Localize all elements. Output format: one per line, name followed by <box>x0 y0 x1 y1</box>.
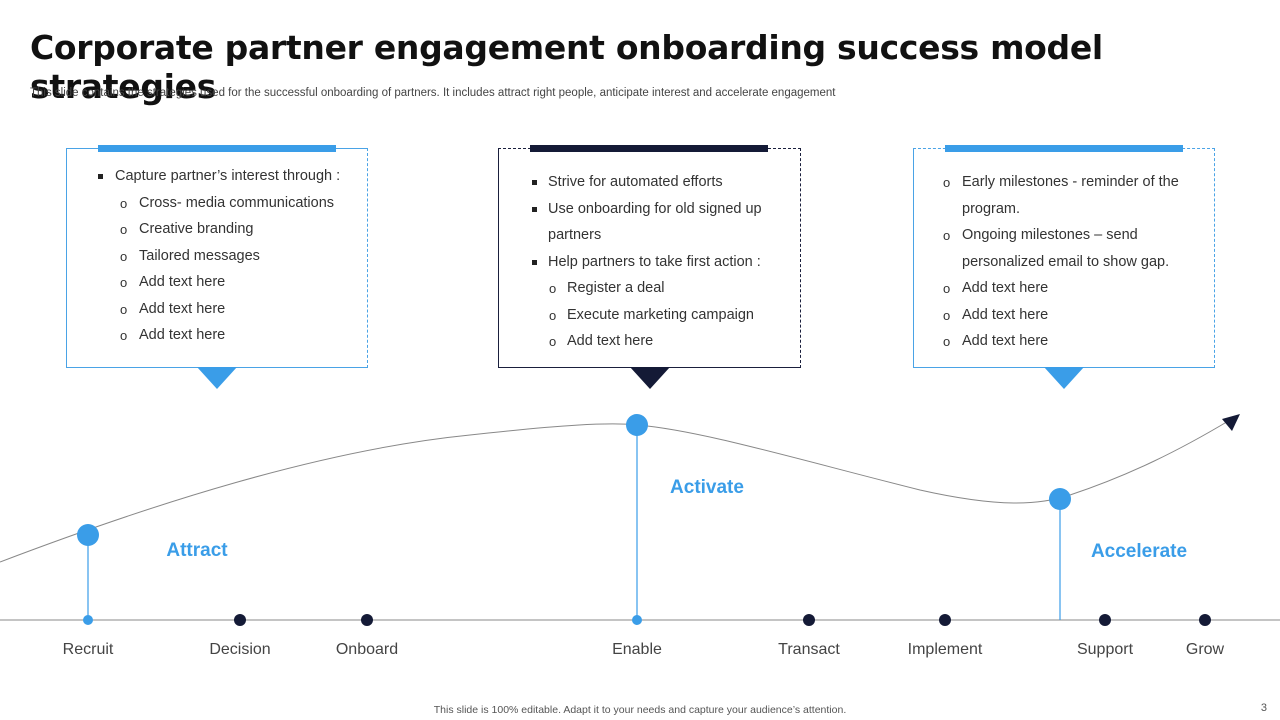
box-accent-bar <box>530 145 768 152</box>
bullet-item: Use onboarding for old signed up <box>499 196 800 223</box>
bullet-item: personalized email to show gap. <box>962 253 1170 270</box>
slide-subtitle: This slide contains the strategies used … <box>30 87 836 99</box>
bullet-item: Creative branding <box>67 216 367 243</box>
box-bullet-list: Capture partner’s interest through :Cros… <box>67 163 367 349</box>
bullet-item: partners <box>548 227 602 243</box>
bullet-item: Add text here <box>67 296 367 322</box>
stage-label: Decision <box>209 641 270 658</box>
bullet-item: Execute marketing campaign <box>499 302 800 328</box>
phase-label: Attract <box>166 540 228 561</box>
phase-label: Activate <box>670 477 744 498</box>
bullet-item: Strive for automated efforts <box>499 169 800 196</box>
stage-label: Enable <box>612 641 662 658</box>
bullet-item: Early milestones - reminder of the <box>914 169 1214 196</box>
stage-marker <box>361 614 373 626</box>
slide-footer: This slide is 100% editable. Adapt it to… <box>433 704 847 716</box>
bullet-item: Add text here <box>914 328 1214 355</box>
stage-label: Support <box>1077 641 1134 658</box>
bullet-item: Register a deal <box>499 275 800 302</box>
stage-label: Implement <box>908 641 983 658</box>
box-bullet-list: Early milestones - reminder of the progra… <box>914 169 1214 355</box>
curve-arrowhead-icon <box>1222 414 1240 431</box>
stage-marker <box>234 614 246 626</box>
phase-marker <box>1049 488 1071 510</box>
stage-marker <box>939 614 951 626</box>
box-pointer-triangle <box>629 367 670 389</box>
bullet-item: Capture partner’s interest through : <box>67 163 367 190</box>
stage-label: Grow <box>1186 641 1225 658</box>
box-pointer-triangle <box>1044 367 1084 389</box>
stage-marker <box>632 615 642 625</box>
bullet-item: Add text here <box>499 328 800 355</box>
bullet-item: Add text here <box>67 322 367 349</box>
bullet-item: Cross- media communications <box>67 190 367 216</box>
bullet-item: Add text here <box>67 269 367 296</box>
stage-marker <box>1099 614 1111 626</box>
page-number: 3 <box>1260 702 1267 714</box>
stage-marker <box>1199 614 1211 626</box>
box-accent-bar <box>98 145 336 152</box>
box-pointer-triangle <box>197 367 237 389</box>
phase-marker <box>626 414 648 436</box>
bullet-item: Help partners to take first action : <box>499 249 800 276</box>
bullet-item: Ongoing milestones – send <box>914 222 1214 249</box>
phase-marker <box>77 524 99 546</box>
bullet-item: Add text here <box>914 275 1214 302</box>
bullet-item: program. <box>962 200 1021 217</box>
accelerate-strategy-box: Early milestones - reminder of the progra… <box>913 145 1215 389</box>
stage-label: Recruit <box>63 641 114 658</box>
stage-marker <box>803 614 815 626</box>
stage-marker <box>83 615 93 625</box>
bullet-item: Tailored messages <box>67 243 367 269</box>
box-accent-bar <box>945 145 1183 152</box>
attract-strategy-box: Capture partner’s interest through :Cros… <box>66 145 368 389</box>
bullet-item: Add text here <box>914 302 1214 328</box>
stage-label: Onboard <box>336 641 398 658</box>
stage-label: Transact <box>778 641 840 658</box>
phase-label: Accelerate <box>1091 541 1187 562</box>
slide-title: Corporate partner engagement onboarding … <box>30 28 1103 106</box>
